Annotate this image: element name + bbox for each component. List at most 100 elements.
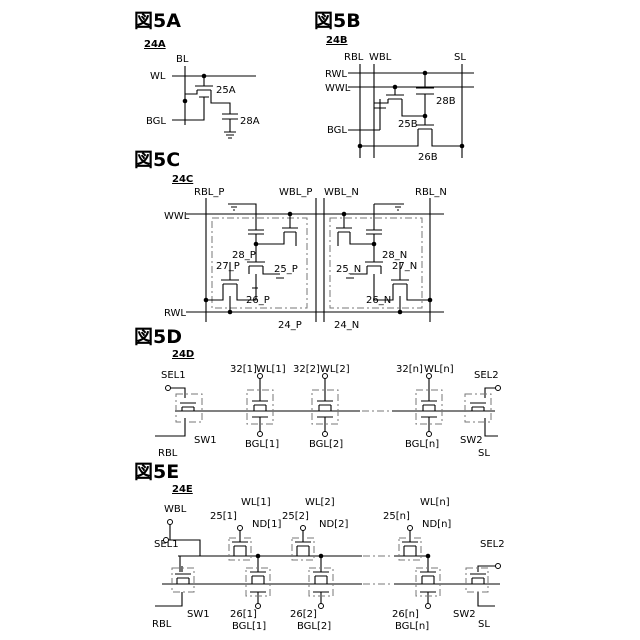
fig5e-sel2-label: SEL2 — [480, 539, 505, 550]
fig5c-wwl-label: WWL — [164, 211, 190, 222]
fig5b-wbl-label: WBL — [369, 52, 392, 63]
fig5a-transistor-label: 25A — [216, 85, 236, 96]
figure-5e: 図5E 24E WBL SEL1 SEL2 WL[1] WL[2] WL[n] … — [134, 461, 505, 632]
fig5e-title: 図5E — [134, 461, 179, 483]
fig5e-sw2-label: SW2 — [453, 609, 476, 620]
fig5d-bgl2-label: BGL[2] — [309, 439, 343, 450]
fig5e-b2-label: BGL[2] — [297, 621, 331, 632]
fig5d-main-line — [155, 388, 498, 436]
fig5e-sl-label: SL — [478, 619, 490, 630]
figure-5b: 図5B 24B RBL WBL SL RWL WWL BGL 28B 25B 2… — [314, 10, 474, 163]
fig5b-write-transistor-label: 25B — [398, 119, 418, 130]
fig5e-wn-label: WL[n] — [420, 497, 450, 508]
fig5e-wiring — [155, 524, 500, 606]
fig5d-title: 図5D — [134, 326, 182, 348]
fig5b-bgl-label: BGL — [327, 125, 347, 136]
fig5d-sw1-label: SW1 — [194, 435, 217, 446]
fig5d-terminal — [427, 374, 432, 379]
fig5b-junction — [393, 85, 398, 90]
fig5e-rn-label: 26[n] — [392, 609, 419, 620]
fig5b-wwl-label: WWL — [325, 83, 351, 94]
fig5e-dotted-gaps — [363, 556, 393, 584]
fig5e-nd1-label: ND[1] — [252, 519, 281, 530]
fig5c-27p-label: 27_P — [216, 261, 240, 272]
fig5e-nd2-label: ND[2] — [319, 519, 348, 530]
fig5e-t1-label: 25[1] — [210, 511, 237, 522]
fig5e-terminal — [496, 564, 501, 569]
fig5a-ref: 24A — [144, 39, 166, 50]
figure-5a: 図5A 24A BL WL BGL 25A 28A — [134, 10, 260, 138]
fig5e-terminal — [238, 526, 243, 531]
fig5c-junction — [254, 242, 259, 247]
fig5e-terminal — [408, 526, 413, 531]
fig5b-wiring — [348, 64, 474, 158]
fig5d-sel1-label: SEL1 — [161, 370, 186, 381]
fig5c-24p-label: 24_P — [278, 320, 302, 331]
fig5b-read-transistor-label: 26B — [418, 152, 438, 163]
fig5e-ref: 24E — [172, 484, 193, 495]
fig5d-terminal — [496, 386, 501, 391]
fig5b-title: 図5B — [314, 10, 361, 32]
figure-5c: 図5C 24C RBL_P WBL_P WBL_N RBL_N WWL RWL … — [134, 149, 447, 331]
fig5b-junction — [460, 144, 465, 149]
fig5c-ref: 24C — [172, 174, 193, 185]
fig5b-ref: 24B — [326, 35, 348, 46]
fig5e-sw1-label: SW1 — [187, 609, 210, 620]
fig5c-junction — [288, 212, 293, 217]
fig5c-wbl-p-label: WBL_P — [279, 187, 312, 198]
fig5b-junction — [358, 144, 363, 149]
fig5e-terminal — [319, 604, 324, 609]
fig5d-terminal — [258, 374, 263, 379]
fig5d-terminal — [166, 386, 171, 391]
fig5e-b1-label: BGL[1] — [232, 621, 266, 632]
fig5c-title: 図5C — [134, 149, 180, 171]
fig5b-capacitor-label: 28B — [436, 96, 456, 107]
fig5c-rbl-p-label: RBL_P — [194, 187, 224, 198]
fig5e-wbl-label: WBL — [164, 504, 187, 515]
fig5b-junction — [423, 71, 428, 76]
fig5d-c2-label: 32[2] — [293, 364, 320, 375]
fig5d-c1-label: 32[1] — [230, 364, 257, 375]
fig5c-junction — [204, 298, 209, 303]
fig5c-24n-label: 24_N — [334, 320, 359, 331]
fig5d-terminal — [427, 432, 432, 437]
fig5e-frames — [172, 538, 488, 596]
fig5e-w1-label: WL[1] — [241, 497, 271, 508]
fig5c-junction — [228, 310, 233, 315]
fig5d-sw2-label: SW2 — [460, 435, 483, 446]
fig5c-28n-label: 28_N — [382, 250, 407, 261]
figure-5d: 図5D 24D SEL1 SEL2 32[1] WL[1] 32[2] WL[2… — [134, 326, 501, 459]
fig5e-tn-label: 25[n] — [383, 511, 410, 522]
fig5d-rbl-label: RBL — [158, 448, 178, 459]
fig5e-t2-label: 25[2] — [282, 511, 309, 522]
fig5d-terminal — [258, 432, 263, 437]
fig5c-25p-label: 25_P — [274, 264, 298, 275]
fig5e-r1-label: 26[1] — [230, 609, 257, 620]
fig5e-terminal — [168, 520, 173, 525]
fig5e-terminal — [256, 604, 261, 609]
fig5c-25n-label: 25_N — [336, 264, 361, 275]
fig5d-bgl1-label: BGL[1] — [245, 439, 279, 450]
fig5a-junction — [202, 74, 207, 79]
fig5e-w2-label: WL[2] — [305, 497, 335, 508]
fig5d-terminal — [323, 374, 328, 379]
fig5e-terminal — [164, 538, 169, 543]
fig5c-rbl-n-label: RBL_N — [415, 187, 447, 198]
fig5d-sw2-frame — [465, 394, 491, 422]
fig5e-terminal — [301, 526, 306, 531]
fig5d-sl-label: SL — [478, 448, 490, 459]
fig5a-bgl-label: BGL — [146, 116, 166, 127]
fig5e-junction — [256, 554, 261, 559]
fig5a-title: 図5A — [134, 10, 181, 32]
fig5d-cn-label: 32[n] — [396, 364, 423, 375]
fig5d-ref: 24D — [172, 349, 194, 360]
fig5b-junction — [423, 114, 428, 119]
fig5c-rwl-label: RWL — [164, 308, 186, 319]
fig5a-bl-label: BL — [176, 54, 189, 65]
fig5e-junction — [426, 554, 431, 559]
fig5c-wbl-n-label: WBL_N — [324, 187, 359, 198]
fig5b-rbl-label: RBL — [344, 52, 364, 63]
fig5e-rbl-label: RBL — [152, 619, 172, 630]
fig5e-ndn-label: ND[n] — [422, 519, 451, 530]
